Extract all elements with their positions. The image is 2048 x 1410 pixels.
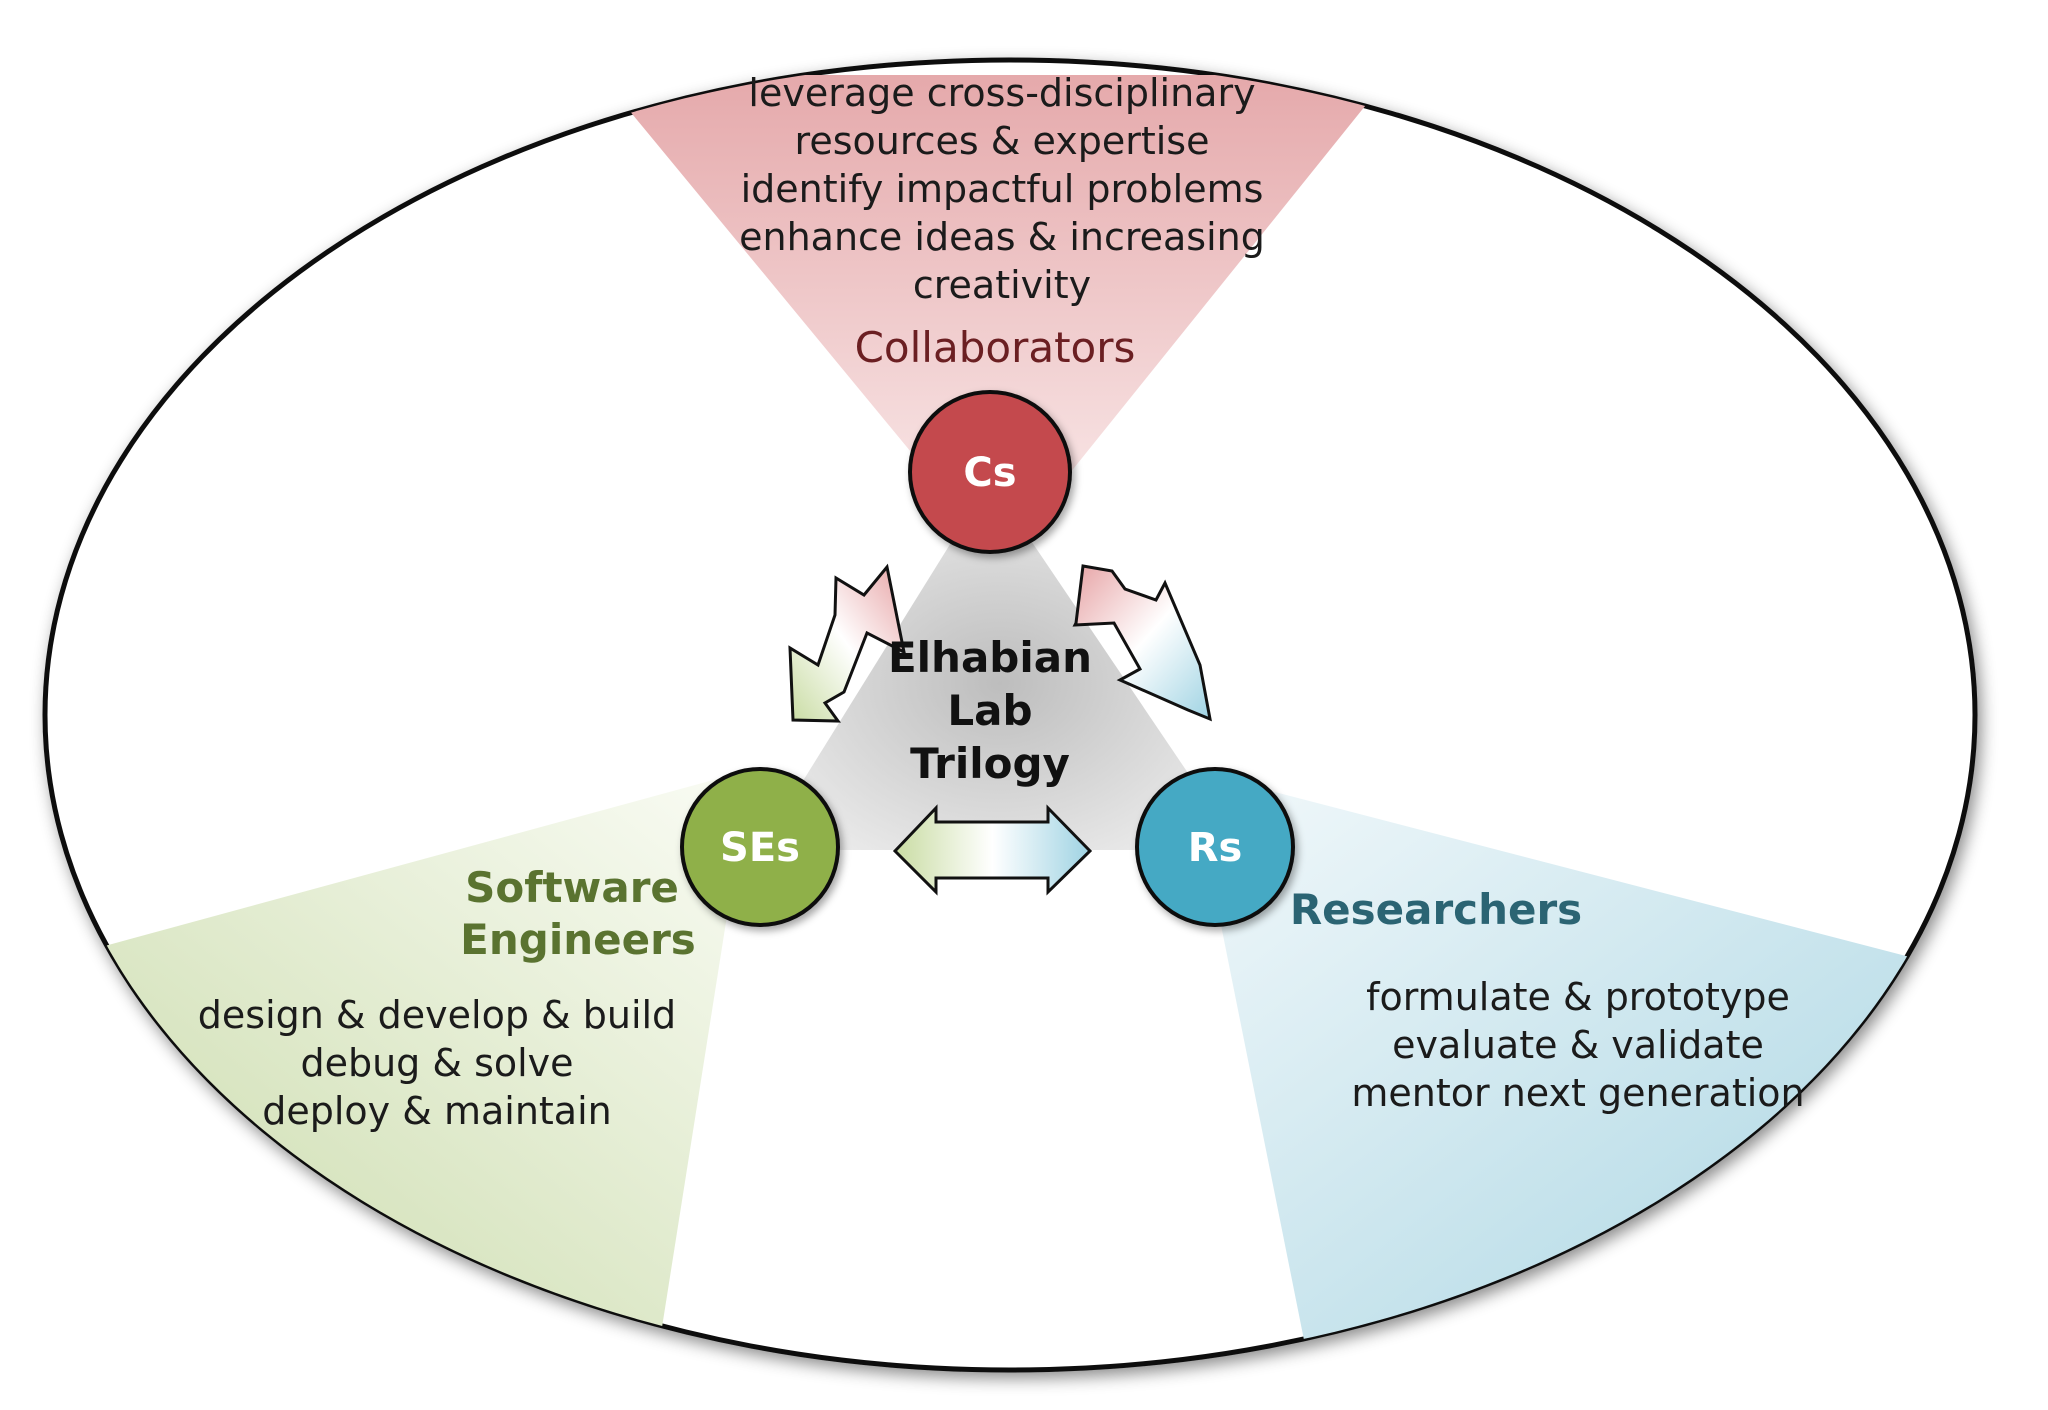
arrow-cs-rs-icon xyxy=(1072,564,1212,722)
collaborators-item: creativity xyxy=(913,263,1091,307)
arrow-ses-rs-icon xyxy=(892,804,1093,896)
researchers-item: evaluate & validate xyxy=(1392,1023,1764,1067)
software-engineers-node: SEs xyxy=(680,767,840,927)
collaborators-item: identify impactful problems xyxy=(741,167,1264,211)
collaborators-wedge xyxy=(600,75,1390,560)
collaborators-item: leverage cross-disciplinary xyxy=(748,71,1255,115)
researchers-title: Researchers xyxy=(1290,885,1582,934)
collaborators-items: leverage cross-disciplinary resources & … xyxy=(739,71,1265,307)
collaborators-item: resources & expertise xyxy=(795,119,1210,163)
software-engineers-title-line-2: Engineers xyxy=(460,915,696,964)
center-line-2: Lab xyxy=(947,686,1032,735)
center-line-1: Elhabian xyxy=(888,633,1092,682)
software-engineers-items: design & develop & build debug & solve d… xyxy=(198,993,676,1133)
center-triangle xyxy=(760,480,1240,850)
software-engineers-item: design & develop & build xyxy=(198,993,676,1037)
collaborators-abbr: Cs xyxy=(963,450,1016,496)
researchers-item: formulate & prototype xyxy=(1366,975,1790,1019)
researchers-node: Rs xyxy=(1135,767,1295,927)
collaborators-title: Collaborators xyxy=(855,323,1136,372)
collaborators-node: Cs xyxy=(908,390,1072,554)
researchers-abbr: Rs xyxy=(1188,825,1243,871)
researchers-item: mentor next generation xyxy=(1351,1071,1804,1115)
software-engineers-item: debug & solve xyxy=(300,1041,573,1085)
software-engineers-item: deploy & maintain xyxy=(262,1089,611,1133)
collaborators-item: enhance ideas & increasing xyxy=(739,215,1265,259)
arrow-cs-ses-icon xyxy=(788,563,907,723)
software-engineers-title-line-1: Software xyxy=(465,863,679,912)
center-line-3: Trilogy xyxy=(910,739,1070,788)
researchers-items: formulate & prototype evaluate & validat… xyxy=(1351,975,1804,1115)
center-title: Elhabian Lab Trilogy xyxy=(888,633,1092,788)
software-engineers-abbr: SEs xyxy=(720,825,800,871)
